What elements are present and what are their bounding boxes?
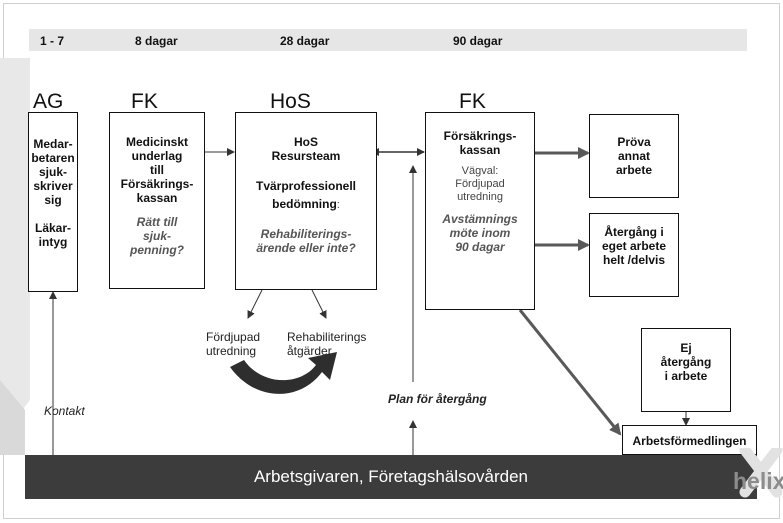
- label-rehabiliterings-atgarder: Rehabiliterings åtgärder: [287, 330, 367, 358]
- timeline-label-1-7: 1 - 7: [40, 34, 65, 48]
- label-plan-for-atergang: Plan för återgång: [388, 392, 487, 406]
- logo-text: helix: [733, 468, 783, 494]
- timeline-label-90-dagar: 90 dagar: [453, 34, 503, 48]
- box-atergang-eget-arbete: Återgång i eget arbete helt /delvis: [589, 213, 679, 297]
- actor-fk-2: FK: [459, 90, 486, 113]
- actor-fk: FK: [131, 90, 158, 113]
- box-hos: HoS Resursteam Tvärprofessionell bedömni…: [235, 112, 377, 290]
- label-fordjupad-utredning: Fördjupad utredning: [206, 330, 261, 358]
- helix-logo: helix: [733, 448, 783, 508]
- box-ej-atergang: Ej återgång i arbete: [641, 328, 731, 412]
- box-prova-annat-arbete: Pröva annat arbete: [589, 114, 679, 198]
- box-ag: Medar- betaren sjuk- skriver sig Läkar- …: [28, 112, 78, 292]
- actor-hos: HoS: [270, 90, 311, 113]
- timeline-bar: [29, 29, 747, 51]
- label-kontakt: Kontakt: [44, 404, 85, 418]
- box-fk: Medicinskt underlag till Försäkrings- ka…: [109, 112, 205, 289]
- bottom-bar-text: Arbetsgivaren, Företagshälsovården: [253, 467, 529, 486]
- timeline-label-8-dagar: 8 dagar: [135, 34, 178, 48]
- bottom-bar: Arbetsgivaren, Företagshälsovården: [25, 455, 757, 499]
- actor-ag: AG: [33, 90, 64, 113]
- timeline-label-28-dagar: 28 dagar: [280, 34, 330, 48]
- box-forsakringskassan: Försäkrings- kassan Vägval: Fördjupad ut…: [425, 112, 535, 310]
- curved-arrow-icon: [230, 352, 337, 394]
- box-arbetsformedlingen: Arbetsförmedlingen: [622, 425, 757, 455]
